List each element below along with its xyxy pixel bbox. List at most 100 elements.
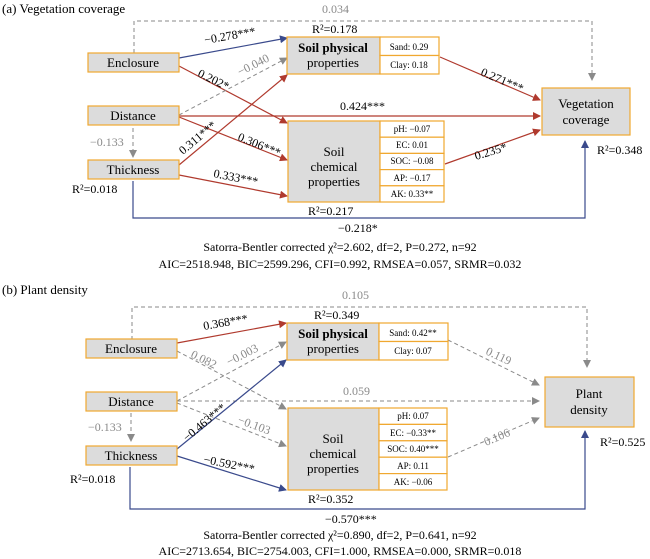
coef-distance-response: 0.059 xyxy=(343,384,370,398)
path-chemical-response xyxy=(447,417,540,458)
svg-text:Distance: Distance xyxy=(108,394,154,409)
path-thickness-chemical xyxy=(176,455,287,492)
coef-thickness-response: −0.218* xyxy=(338,221,378,235)
r2-response: R²=0.348 xyxy=(597,143,642,157)
fit-stats-line1: Satorra-Bentler corrected χ²=0.890, df=2… xyxy=(203,528,476,542)
path-thickness-response xyxy=(132,140,589,219)
node-vegetation-coverage: Vegetation coverage xyxy=(541,87,631,136)
path-thickness-physical xyxy=(178,74,288,166)
path-enclosure-physical xyxy=(178,35,288,59)
loading-ph: pH: 0.07 xyxy=(397,411,429,421)
svg-text:density: density xyxy=(570,402,608,417)
coef-distance-chemical: 0.306*** xyxy=(236,130,283,160)
r2-soil-physical: R²=0.349 xyxy=(314,308,359,322)
node-distance: Distance xyxy=(87,105,180,126)
loading-sand: Sand: 0.29 xyxy=(390,42,429,52)
svg-text:properties: properties xyxy=(307,341,359,356)
loading-clay: Clay: 0.07 xyxy=(394,346,432,356)
node-soil-chemical: Soil chemical properties pH: −0.07 EC: 0… xyxy=(287,120,445,203)
svg-text:chemical: chemical xyxy=(310,446,357,461)
loading-ak: AK: −0.06 xyxy=(394,477,433,487)
coef-distance-physical: −0.040 xyxy=(235,51,271,79)
path-chemical-response xyxy=(444,128,541,165)
path-thickness-response xyxy=(129,430,589,510)
coef-enclosure-response: 0.034 xyxy=(322,2,349,16)
panel-title: (a) Vegetation coverage xyxy=(2,1,125,16)
path-enclosure-response xyxy=(131,306,591,368)
coef-enclosure-physical: −0.278*** xyxy=(203,24,256,47)
svg-text:chemical: chemical xyxy=(311,159,358,174)
node-soil-chemical: Soil chemical properties pH: 0.07 EC: −0… xyxy=(287,407,448,491)
node-enclosure: Enclosure xyxy=(87,52,180,73)
path-thickness-physical xyxy=(176,359,287,450)
r2-soil-chemical: R²=0.352 xyxy=(308,492,353,506)
path-physical-response xyxy=(439,56,541,101)
svg-text:Plant: Plant xyxy=(576,386,603,401)
path-distance-physical xyxy=(178,57,288,116)
loading-soc: SOC: −0.08 xyxy=(390,156,434,166)
svg-text:properties: properties xyxy=(307,55,359,70)
svg-text:Thickness: Thickness xyxy=(105,448,158,463)
loading-ap: AP: 0.11 xyxy=(397,461,429,471)
svg-text:Soil physical: Soil physical xyxy=(298,40,368,55)
svg-text:Soil: Soil xyxy=(323,431,344,446)
node-thickness: Thickness xyxy=(85,445,178,466)
coef-enclosure-response: 0.105 xyxy=(342,288,369,302)
path-enclosure-physical xyxy=(176,320,287,344)
loading-clay: Clay: 0.18 xyxy=(390,60,428,70)
panel-b: (b) Plant density 0.105 0.368*** 0.082 −… xyxy=(2,282,645,558)
svg-text:coverage: coverage xyxy=(563,112,610,127)
svg-text:properties: properties xyxy=(308,174,360,189)
coef-chemical-response: 0.106 xyxy=(482,425,512,448)
loading-ap: AP: −0.17 xyxy=(393,173,431,183)
coef-enclosure-physical: 0.368*** xyxy=(202,311,249,333)
coef-enclosure-chemical: 0.082 xyxy=(189,347,219,371)
path-distance-chemical xyxy=(178,116,288,162)
path-physical-response xyxy=(447,339,540,386)
node-soil-physical: Soil physical properties Sand: 0.29 Clay… xyxy=(286,36,440,75)
loading-ec: EC: −0.33** xyxy=(390,428,437,438)
loading-ak: AK: 0.33** xyxy=(391,189,434,199)
node-plant-density: Plant density xyxy=(544,376,635,428)
loading-soc: SOC: 0.40*** xyxy=(387,444,439,454)
panel-a: (a) Vegetation coverage 0.034 −0.278*** … xyxy=(2,1,642,271)
path-enclosure-chemical xyxy=(178,65,288,124)
r2-soil-physical: R²=0.178 xyxy=(312,22,357,36)
path-distance-chemical xyxy=(176,402,287,448)
node-distance: Distance xyxy=(85,391,178,412)
fit-stats-line1: Satorra-Bentler corrected χ²=2.602, df=2… xyxy=(203,240,476,254)
svg-text:Soil: Soil xyxy=(324,144,345,159)
svg-text:properties: properties xyxy=(307,461,359,476)
coef-thickness-response: −0.570*** xyxy=(325,512,377,526)
r2-thickness: R²=0.018 xyxy=(70,472,115,486)
svg-text:Enclosure: Enclosure xyxy=(107,55,159,70)
svg-text:Distance: Distance xyxy=(110,108,156,123)
coef-enclosure-chemical: 0.202* xyxy=(196,66,232,93)
path-thickness-chemical xyxy=(178,174,288,199)
panel-title: (b) Plant density xyxy=(2,282,88,297)
coef-chemical-response: 0.235* xyxy=(473,140,509,163)
node-soil-physical: Soil physical properties Sand: 0.42** Cl… xyxy=(286,322,449,361)
node-enclosure: Enclosure xyxy=(85,338,178,359)
fit-stats-line2: AIC=2713.654, BIC=2754.003, CFI=1.000, R… xyxy=(159,544,522,558)
node-thickness: Thickness xyxy=(87,159,180,180)
loading-ec: EC: 0.01 xyxy=(396,140,428,150)
coef-distance-thickness: −0.133 xyxy=(90,135,124,149)
coef-thickness-chemical: 0.333*** xyxy=(212,166,259,188)
r2-thickness: R²=0.018 xyxy=(72,182,117,196)
coef-distance-thickness: −0.133 xyxy=(88,420,122,434)
svg-text:Soil physical: Soil physical xyxy=(298,326,368,341)
path-enclosure-response xyxy=(133,20,596,81)
r2-response: R²=0.525 xyxy=(600,435,645,449)
coef-physical-response: 0.271*** xyxy=(479,65,526,95)
coef-distance-physical: −0.003 xyxy=(224,341,260,369)
svg-text:Vegetation: Vegetation xyxy=(558,96,614,111)
coef-physical-response: 0.119 xyxy=(484,344,514,368)
loading-sand: Sand: 0.42** xyxy=(389,328,437,338)
svg-text:Enclosure: Enclosure xyxy=(105,341,157,356)
r2-soil-chemical: R²=0.217 xyxy=(308,204,353,218)
coef-distance-response: 0.424*** xyxy=(340,99,385,113)
svg-text:Thickness: Thickness xyxy=(107,162,160,177)
coef-distance-chemical: −0.103 xyxy=(236,413,273,438)
